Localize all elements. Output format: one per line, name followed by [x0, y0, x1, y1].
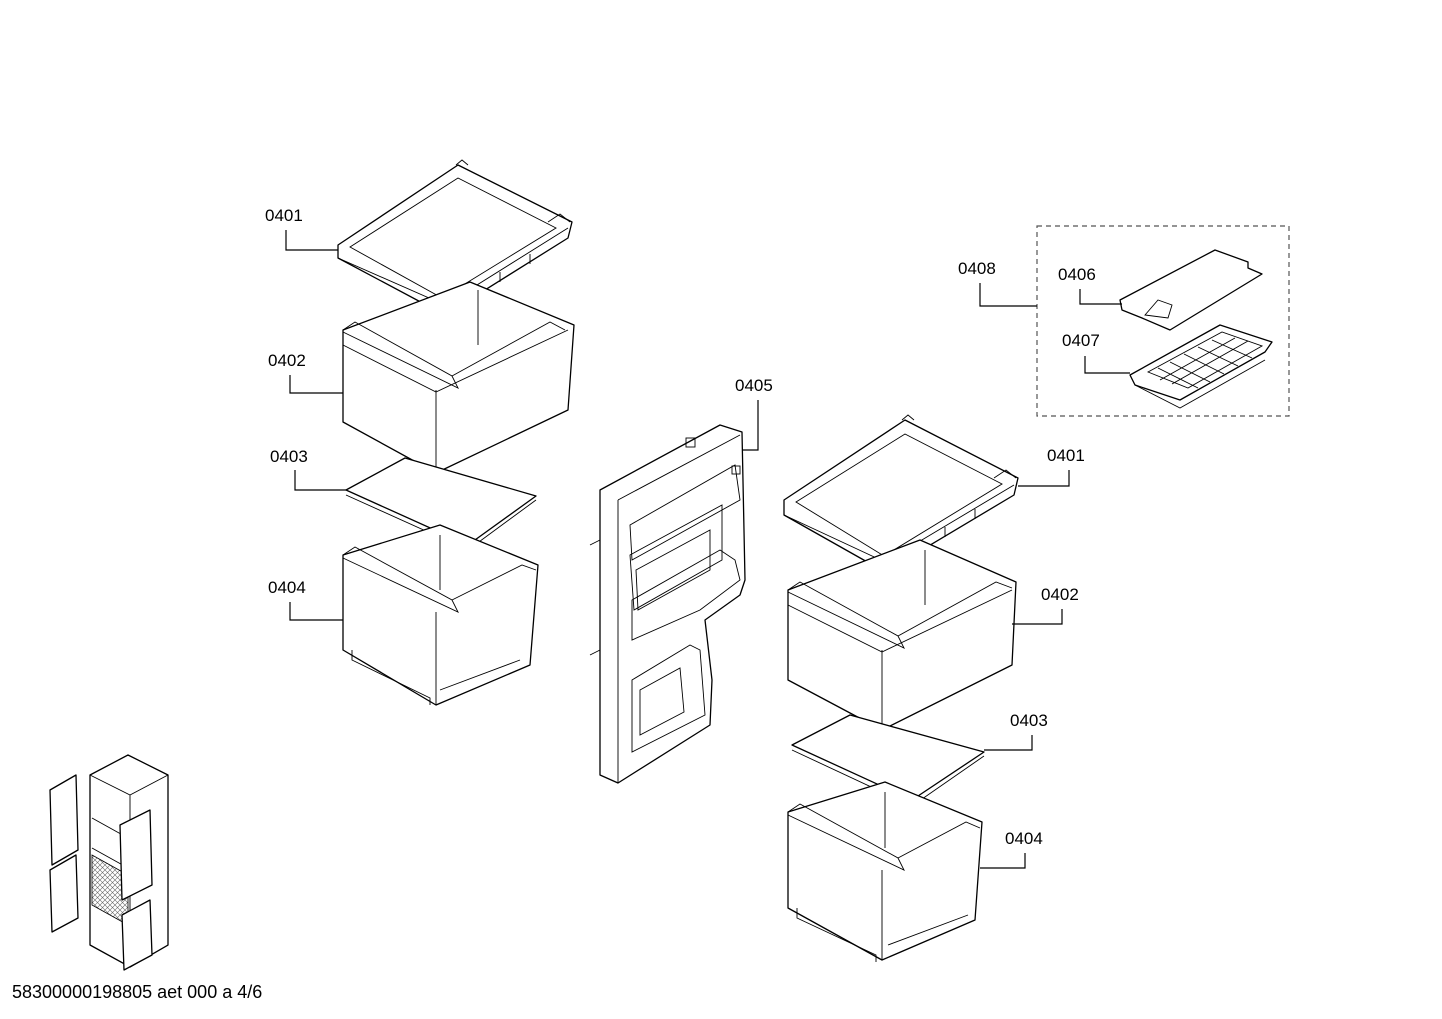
- ice-cube-tray[interactable]: [1129, 324, 1273, 409]
- drawer-right-lower[interactable]: [787, 781, 983, 962]
- callout-0408: 0408: [958, 259, 996, 278]
- drawer-right-upper[interactable]: [787, 539, 1017, 731]
- callout-0404-right: 0404: [1005, 829, 1043, 848]
- leader-lines: [285, 230, 1130, 869]
- drawer-left-upper[interactable]: [342, 281, 575, 474]
- shelf-tray-left[interactable]: [337, 159, 573, 316]
- callout-0406: 0406: [1058, 265, 1096, 284]
- callout-0401-right: 0401: [1047, 446, 1085, 465]
- callout-0402-left: 0402: [268, 351, 306, 370]
- group-box-0408: [1036, 225, 1290, 417]
- callout-0407: 0407: [1062, 331, 1100, 350]
- callout-0403-right: 0403: [1010, 711, 1048, 730]
- ice-tray-cover[interactable]: [1119, 249, 1263, 331]
- callout-0402-right: 0402: [1041, 585, 1079, 604]
- callout-0403-left: 0403: [270, 447, 308, 466]
- appliance-locator-thumbnail: [49, 754, 169, 971]
- callout-0401-left: 0401: [265, 206, 303, 225]
- document-id-footer: 58300000198805 aet 000 a 4/6: [12, 982, 262, 1002]
- callout-0405: 0405: [735, 376, 773, 395]
- drawer-left-lower[interactable]: [342, 524, 539, 706]
- callout-0404-left: 0404: [268, 578, 306, 597]
- divider-frame[interactable]: [589, 424, 746, 784]
